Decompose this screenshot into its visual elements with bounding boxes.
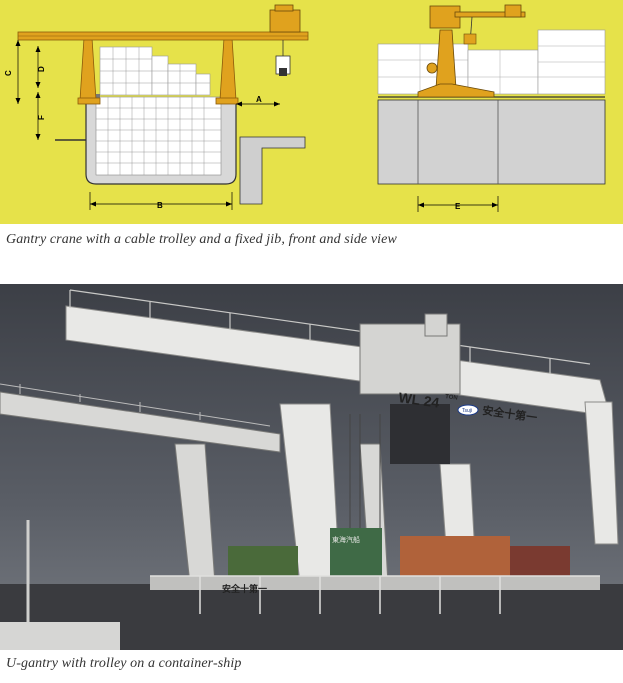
crane-diagram: C D F A B bbox=[4, 4, 606, 212]
gantry-photo: WL 24 TON Tsuji 安全十第一 安全十第一 東海汽船 bbox=[0, 284, 623, 650]
caption-top: Gantry crane with a cable trolley and a … bbox=[6, 232, 397, 247]
dimension-label-d: D bbox=[37, 66, 46, 72]
dimension-label-f: F bbox=[37, 115, 46, 120]
crane-brand-text: Tsuji bbox=[462, 408, 472, 414]
side-view: E bbox=[377, 4, 606, 212]
dimension-label-a: A bbox=[256, 95, 262, 104]
crane-brand-badge bbox=[457, 404, 479, 416]
dimension-label-c: C bbox=[4, 70, 13, 76]
gantry-photo-drawing: WL 24 TON Tsuji 安全十第一 安全十第一 東海汽船 bbox=[0, 284, 623, 650]
crane-load-unit: TON bbox=[445, 394, 458, 402]
dimension-label-e: E bbox=[455, 202, 461, 211]
crane-load-marking: WL 24 bbox=[398, 389, 441, 411]
dimension-label-b: B bbox=[157, 201, 163, 210]
safety-slogan-lower: 安全十第一 bbox=[222, 583, 267, 594]
caption-bottom: U-gantry with trolley on a container-shi… bbox=[6, 656, 242, 671]
front-view: C D F A B bbox=[4, 4, 309, 210]
container-marking: 東海汽船 bbox=[332, 535, 360, 544]
crane-diagram-panel: C D F A B bbox=[0, 0, 623, 224]
